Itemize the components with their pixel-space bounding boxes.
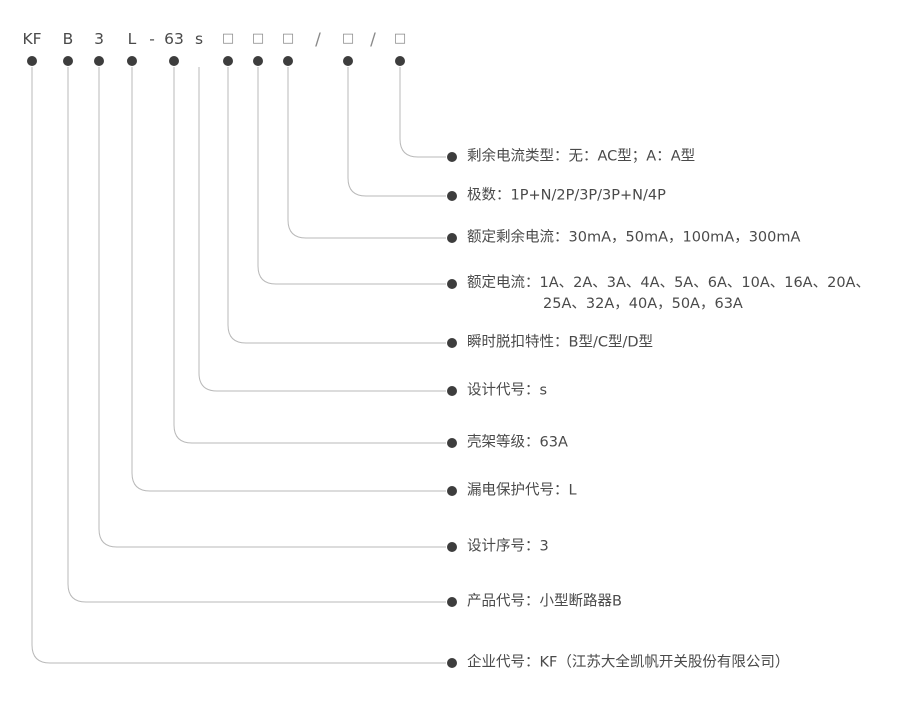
label-dot-product-code [447,597,457,607]
label-dot-earth-leakage-protection-code [447,486,457,496]
code-node-dot-8 [253,56,263,66]
label-dot-residual-current-type [447,152,457,162]
callout-text-rated-current: 额定电流：1A、2A、3A、4A、5A、6A、10A、16A、20A、 [467,275,870,291]
leader-dot-group [27,56,457,668]
leader-line-residual-current-type [399,67,446,158]
code-node-dot-5 [169,56,179,66]
code-token-0: KF [22,30,42,48]
code-node-dot-1 [63,56,73,66]
callout-label-product-code: 产品代号：小型断路器B [467,592,622,613]
callout-label-pole-number: 极数：1P+N/2P/3P/3P+N/4P [467,186,666,207]
callout-text-rated-residual-current: 额定剩余电流：30mA，50mA，100mA，300mA [467,229,801,246]
leader-line-frame-rating [173,67,446,444]
model-code-row: KF B 3 L-63 s □ □ □ / □ / □ [0,0,900,60]
callout-text-design-code: 设计代号：s [467,382,548,399]
code-token-6: s [194,30,204,48]
code-token-5: 63 [164,30,184,48]
leader-line-rated-current [257,67,446,285]
code-token-8: □ [251,31,265,46]
callout-text-frame-rating: 壳架等级：63A [467,434,568,451]
leader-line-design-code [198,67,446,392]
label-dot-pole-number [447,191,457,201]
leader-line-pole-number [347,67,446,197]
label-dot-instantaneous-trip-characteristic [447,338,457,348]
code-token-11: □ [341,31,355,46]
label-dot-design-code [447,386,457,396]
callout-text-residual-current-type: 剩余电流类型：无：AC型；A：A型 [467,148,696,165]
leader-path-group [31,67,446,664]
code-token-3: L [127,30,137,48]
code-token-9: □ [281,31,295,46]
callout-label-frame-rating: 壳架等级：63A [467,433,568,454]
callout-text-line2-rated-current: 25A、32A，40A，50A，63A [543,296,743,312]
label-dot-enterprise-code [447,658,457,668]
callout-label-instantaneous-trip-characteristic: 瞬时脱扣特性：B型/C型/D型 [467,333,653,354]
code-node-dot-2 [94,56,104,66]
label-dot-rated-current [447,279,457,289]
callout-text-product-code: 产品代号：小型断路器B [467,593,622,610]
leader-line-design-serial-number [98,67,446,548]
code-node-dot-0 [27,56,37,66]
leader-line-enterprise-code [31,67,446,664]
leader-line-earth-leakage-protection-code [131,67,446,492]
callout-label-design-code: 设计代号：s [467,381,547,402]
label-dot-frame-rating [447,438,457,448]
code-token-7: □ [221,31,235,46]
callout-text-earth-leakage-protection-code: 漏电保护代号：L [467,482,577,499]
code-token-12: / [370,30,376,50]
leader-line-product-code [67,67,446,603]
callout-label-enterprise-code: 企业代号：KF（江苏大全凯帆开关股份有限公司） [467,653,789,674]
leader-line-rated-residual-current [287,67,446,239]
callout-label-rated-residual-current: 额定剩余电流：30mA，50mA，100mA，300mA [467,228,800,249]
code-node-dot-11 [343,56,353,66]
code-token-4: - [149,30,155,48]
code-token-1: B [62,30,74,48]
code-token-10: / [315,30,321,50]
callout-label-rated-current: 额定电流：1A、2A、3A、4A、5A、6A、10A、16A、20A、 25A、3… [467,273,870,315]
code-token-2: 3 [94,30,104,48]
code-token-13: □ [393,31,407,46]
code-node-dot-7 [223,56,233,66]
code-node-dot-3 [127,56,137,66]
leader-line-instantaneous-trip-characteristic [227,67,446,344]
callout-label-residual-current-type: 剩余电流类型：无：AC型；A：A型 [467,147,695,168]
code-node-dot-9 [283,56,293,66]
label-dot-rated-residual-current [447,233,457,243]
callout-text-design-serial-number: 设计序号：3 [467,538,549,555]
callout-text-enterprise-code: 企业代号：KF（江苏大全凯帆开关股份有限公司） [467,654,790,671]
code-node-dot-13 [395,56,405,66]
callout-label-earth-leakage-protection-code: 漏电保护代号：L [467,481,577,502]
label-dot-design-serial-number [447,542,457,552]
callout-text-pole-number: 极数：1P+N/2P/3P/3P+N/4P [467,187,666,204]
callout-text-instantaneous-trip-characteristic: 瞬时脱扣特性：B型/C型/D型 [467,334,654,351]
callout-label-design-serial-number: 设计序号：3 [467,537,549,558]
